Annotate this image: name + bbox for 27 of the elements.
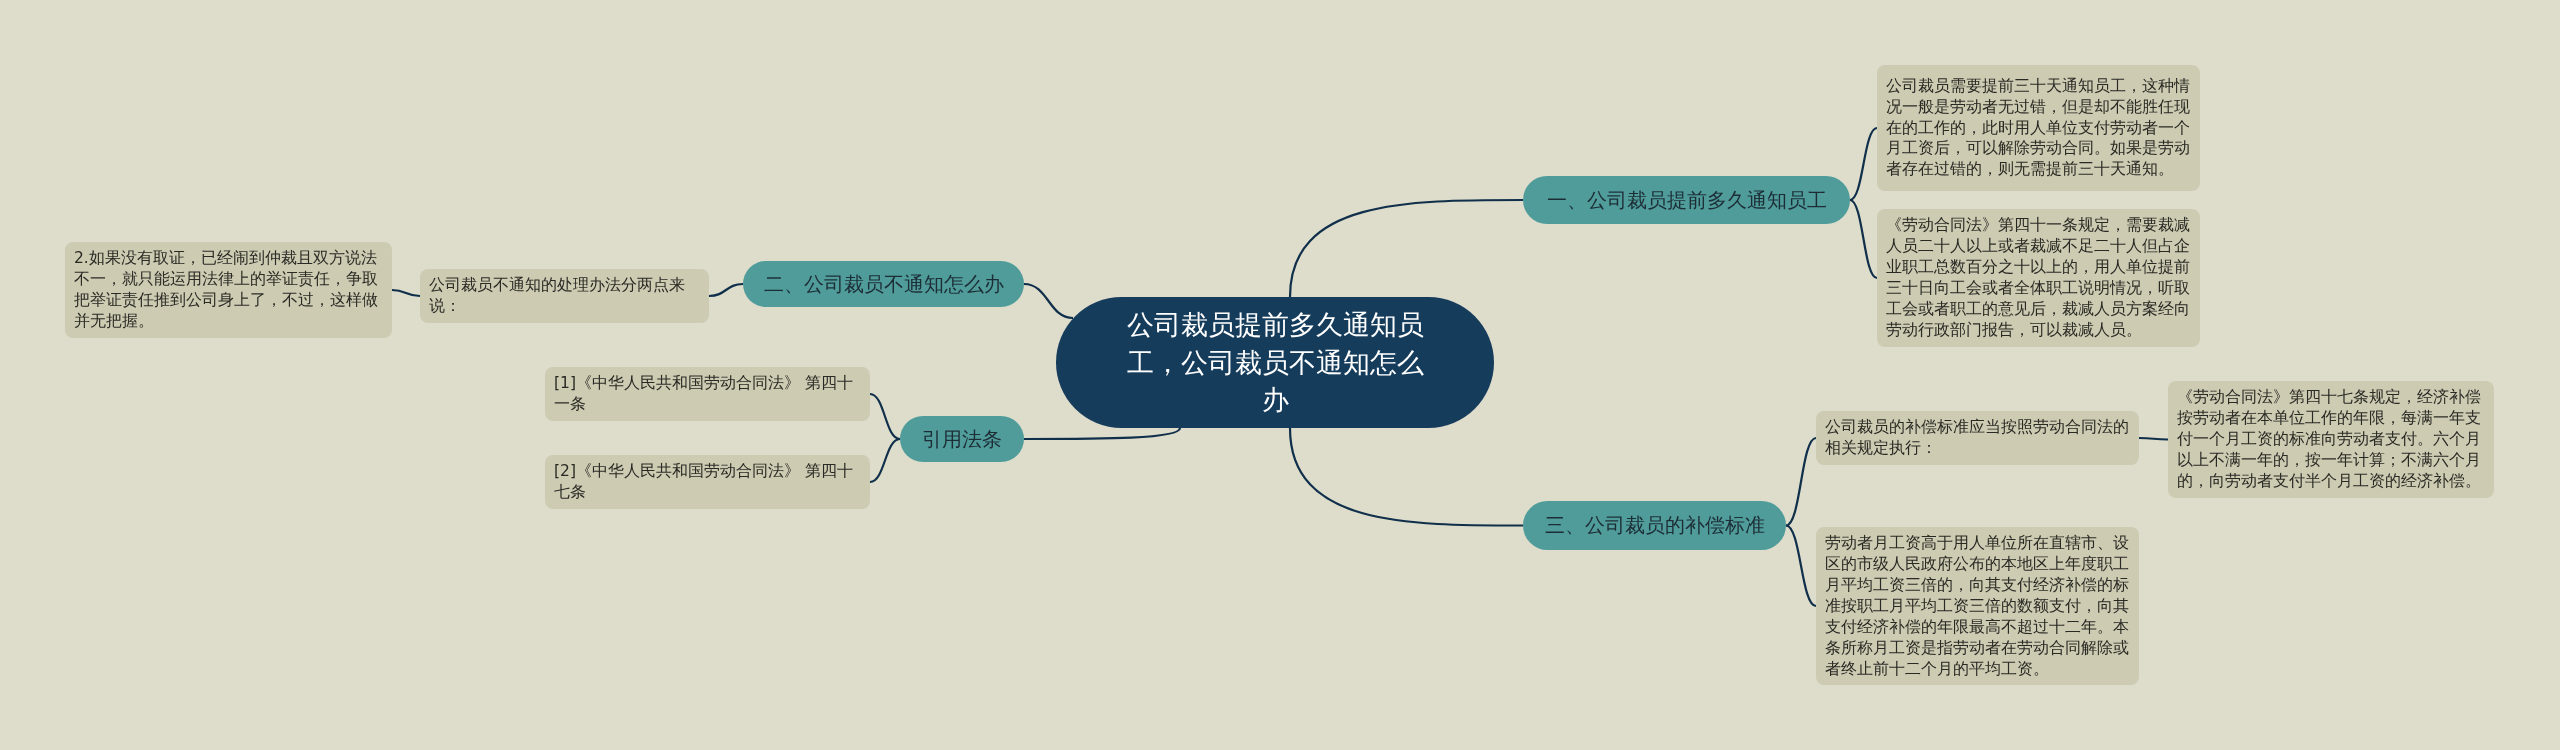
connector-line [1849, 127, 1878, 201]
topic-box: 二、公司裁员不通知怎么办 [743, 261, 1024, 307]
connector-line [1849, 199, 1878, 279]
connector-line [1288, 198, 1523, 298]
connector-line [869, 437, 901, 484]
note-box: 公司裁员需要提前三十天通知员工，这种情况一般是劳动者无过错，但是却不能胜任现在的工作的，此时用人单位支付劳动者一个月工资后，可以解除劳动合同。如果是劳动者存在过错的，则无需提前三十天通知。 [1877, 65, 2200, 191]
connector-line [1288, 427, 1523, 527]
topic-box: 一、公司裁员提前多久通知员工 [1523, 176, 1850, 224]
connector-line [2139, 436, 2168, 441]
connector-line [391, 288, 421, 298]
note-box: 《劳动合同法》第四十七条规定，经济补偿按劳动者在本单位工作的年限，每满一年支付一个月工资的标准向劳动者支付。六个月以上不满一年的，按一年计算；不满六个月的，向劳动者支付半个月工资的经济补偿。 [2168, 381, 2494, 498]
connector-line [1785, 524, 1817, 607]
connector-line [708, 282, 744, 298]
central-topic: 公司裁员提前多久通知员工，公司裁员不通知怎么办 [1056, 297, 1494, 428]
note-box: 公司裁员不通知的处理办法分两点来说： [420, 269, 709, 323]
note-box: 《劳动合同法》第四十一条规定，需要裁减人员二十人以上或者裁减不足二十人但占企业职工总数百分之十以上的，用人单位提前三十日向工会或者全体职工说明情况，听取工会或者职工的意见后，裁减人员方案经向劳动行政部门报告，可以裁减人员。 [1877, 209, 2200, 347]
topic-box: 引用法条 [900, 416, 1024, 462]
note-box: [1]《中华人民共和国劳动合同法》 第四十一条 [545, 367, 870, 421]
connector-line [1785, 437, 1817, 527]
note-box: [2]《中华人民共和国劳动合同法》 第四十七条 [545, 455, 870, 509]
connector-line [1023, 282, 1074, 320]
connector-line [869, 392, 901, 441]
topic-box: 三、公司裁员的补偿标准 [1523, 501, 1786, 550]
note-box: 公司裁员的补偿标准应当按照劳动合同法的相关规定执行： [1816, 411, 2139, 465]
connector-line [1024, 427, 1181, 441]
note-box: 2.如果没有取证，已经闹到仲裁且双方说法不一，就只能运用法律上的举证责任，争取把举证责任推到公司身上了，不过，这样做并无把握。 [65, 242, 392, 338]
note-box: 劳动者月工资高于用人单位所在直辖市、设区的市级人民政府公布的本地区上年度职工月平均工资三倍的，向其支付经济补偿的标准按职工月平均工资三倍的数额支付，向其支付经济补偿的年限最高不超过十二年。本条所称月工资是指劳动者在劳动合同解除或者终止前十二个月的平均工资。 [1816, 527, 2139, 686]
